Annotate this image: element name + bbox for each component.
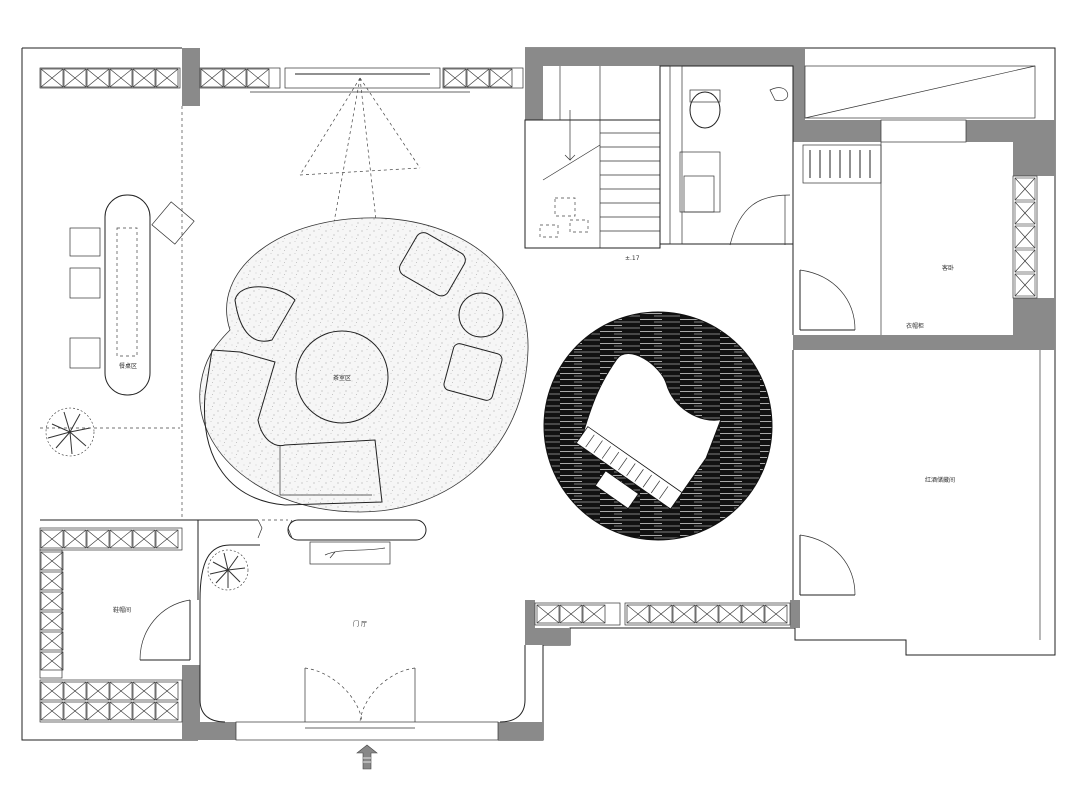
shoe-label: 鞋帽间 xyxy=(113,606,131,614)
north-arrow-icon xyxy=(356,744,378,770)
dining-label: 餐桌区 xyxy=(119,362,137,370)
guest-bedroom: 客卧 衣帽柜 xyxy=(784,65,1038,335)
staircase: ±.17 xyxy=(524,66,661,262)
tea-area: 茶室区 xyxy=(199,217,529,513)
wardrobe-label: 衣帽柜 xyxy=(906,322,924,330)
tea-rug xyxy=(199,217,529,513)
plant-icon xyxy=(207,549,249,591)
walls xyxy=(182,48,1055,740)
piano-area: 钢琴区 xyxy=(543,311,773,541)
plant-icon xyxy=(45,407,95,457)
guest-label: 客卧 xyxy=(942,264,954,272)
top-cabinets xyxy=(39,67,524,93)
storage-label: 红酒储藏间 xyxy=(925,476,955,484)
wine-storage: 红酒储藏间 xyxy=(792,350,1041,640)
piano-label: 钢琴区 xyxy=(649,430,667,438)
bottom-right-cabinets xyxy=(534,602,791,626)
tea-label: 茶室区 xyxy=(333,374,351,382)
foyer-label: 门 厅 xyxy=(353,620,367,628)
foyer: 门 厅 xyxy=(199,519,526,741)
shoe-room: 鞋帽间 xyxy=(39,519,258,723)
bathroom xyxy=(659,65,794,246)
level-mark: ±.17 xyxy=(625,255,640,262)
piano-icon xyxy=(582,352,722,500)
dining-area: 餐桌区 xyxy=(40,106,195,520)
outer-boundary xyxy=(21,47,1056,741)
